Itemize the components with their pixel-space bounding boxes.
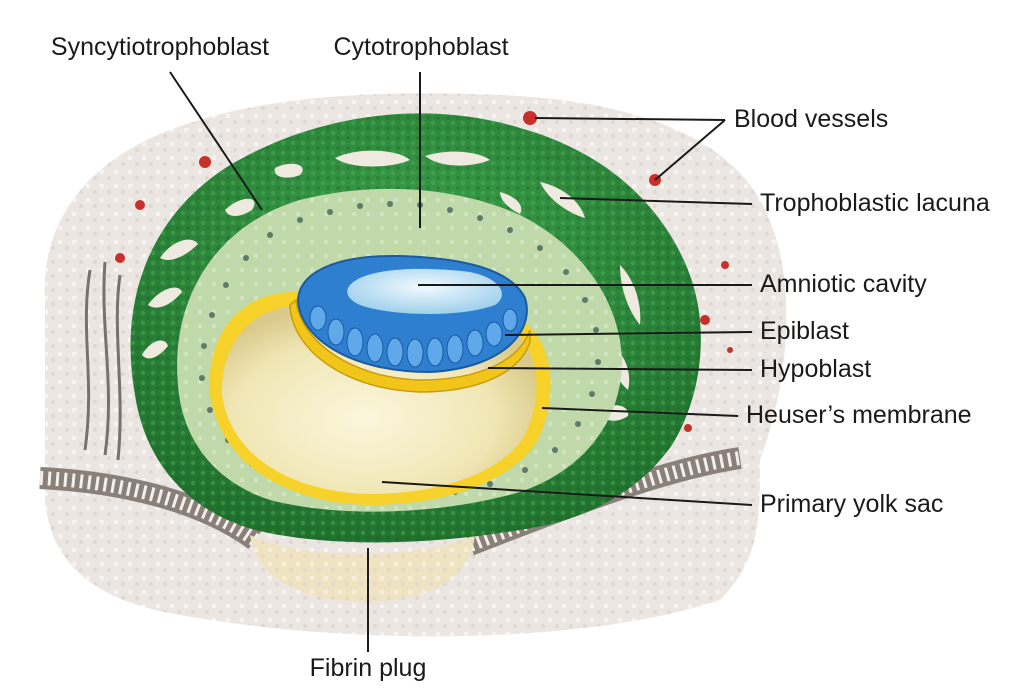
label-amniotic-cavity: Amniotic cavity [760,270,927,298]
leader-primary-yolk-sac [381,481,753,506]
leader-epiblast [504,331,753,336]
leader-heusers-membrane [541,407,739,417]
leader-syncytiotrophoblast [169,71,263,211]
label-fibrin-plug: Fibrin plug [309,654,427,682]
label-cytotrophoblast: Cytotrophoblast [333,33,509,61]
label-heusers-membrane: Heuser’s membrane [746,401,972,429]
leader-hypoblast [487,367,753,371]
label-hypoblast: Hypoblast [760,355,872,383]
leader-trophoblastic-lacuna [559,197,753,205]
leader-blood-vessels-b [654,119,726,181]
amniotic-cavity [347,268,502,315]
leader-lines [169,71,753,652]
label-blood-vessels: Blood vessels [734,105,889,133]
label-primary-yolk-sac: Primary yolk sac [760,490,944,518]
uterine-glands [83,261,122,461]
label-syncytiotrophoblast: Syncytiotrophoblast [50,33,270,61]
label-trophoblastic-lacuna: Trophoblastic lacuna [760,189,990,217]
leader-blood-vessels-a [534,117,726,121]
label-epiblast: Epiblast [760,317,849,345]
epiblast-cells [309,305,518,368]
hypoblast-layer [289,298,531,393]
